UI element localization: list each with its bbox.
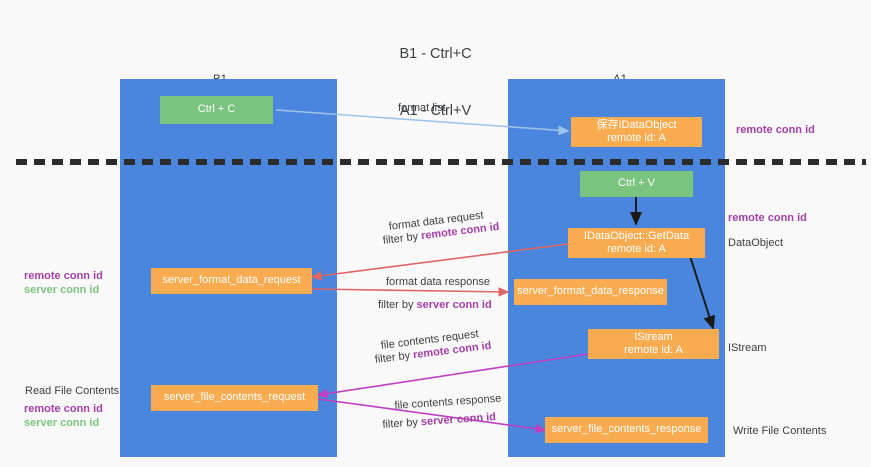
label-right-istream: IStream <box>728 342 767 354</box>
box-server-file-contents-request[interactable]: server_file_contents_request <box>151 385 318 411</box>
title-line-1: B1 - Ctrl+C <box>399 46 472 62</box>
arrow-format-data-response <box>311 287 510 297</box>
label-filter-prefix-4: filter by <box>382 416 422 431</box>
box-save-idataobject[interactable]: 保存IDataObject remote id: A <box>571 117 702 147</box>
label-right-dataobject: DataObject <box>728 237 784 249</box>
label-filter-key-server-conn-id-1: server conn id <box>416 299 492 311</box>
label-left-server-conn-id-bottom: server conn id <box>24 417 100 429</box>
label-filter-key-server-conn-id-2: server conn id <box>420 411 497 429</box>
label-filter-prefix-2: filter by <box>378 299 417 311</box>
label-right-remote-conn-id-top: remote conn id <box>736 124 815 136</box>
label-file-contents-response-filter: filter by server conn id <box>382 410 496 432</box>
box-server-format-data-request[interactable]: server_format_data_request <box>151 268 312 294</box>
box-istream[interactable]: IStream remote id: A <box>588 329 719 359</box>
label-filter-prefix-1: filter by <box>382 230 422 247</box>
label-format-data-response-filter: filter by server conn id <box>378 298 492 312</box>
label-left-read-file-contents: Read File Contents <box>25 385 120 397</box>
box-server-file-contents-response[interactable]: server_file_contents_response <box>545 417 708 443</box>
box-ctrl-v[interactable]: Ctrl + V <box>580 171 693 197</box>
box-idataobject-getdata[interactable]: IDataObject::GetData remote id: A <box>568 228 705 258</box>
label-left-server-conn-id-mid: server conn id <box>24 284 100 296</box>
box-server-format-data-response[interactable]: server_format_data_response <box>514 279 667 305</box>
box-ctrl-c[interactable]: Ctrl + C <box>160 96 273 124</box>
label-left-remote-conn-id-mid: remote conn id <box>24 270 103 282</box>
label-filter-prefix-3: filter by <box>374 349 414 366</box>
label-left-remote-conn-id-bottom: remote conn id <box>24 403 103 415</box>
label-format-data-response: format data response <box>386 276 490 288</box>
label-right-write-file-contents: Write File Contents <box>733 425 827 437</box>
label-format-list: format list <box>398 102 446 114</box>
label-right-remote-conn-id-mid: remote conn id <box>728 212 807 224</box>
